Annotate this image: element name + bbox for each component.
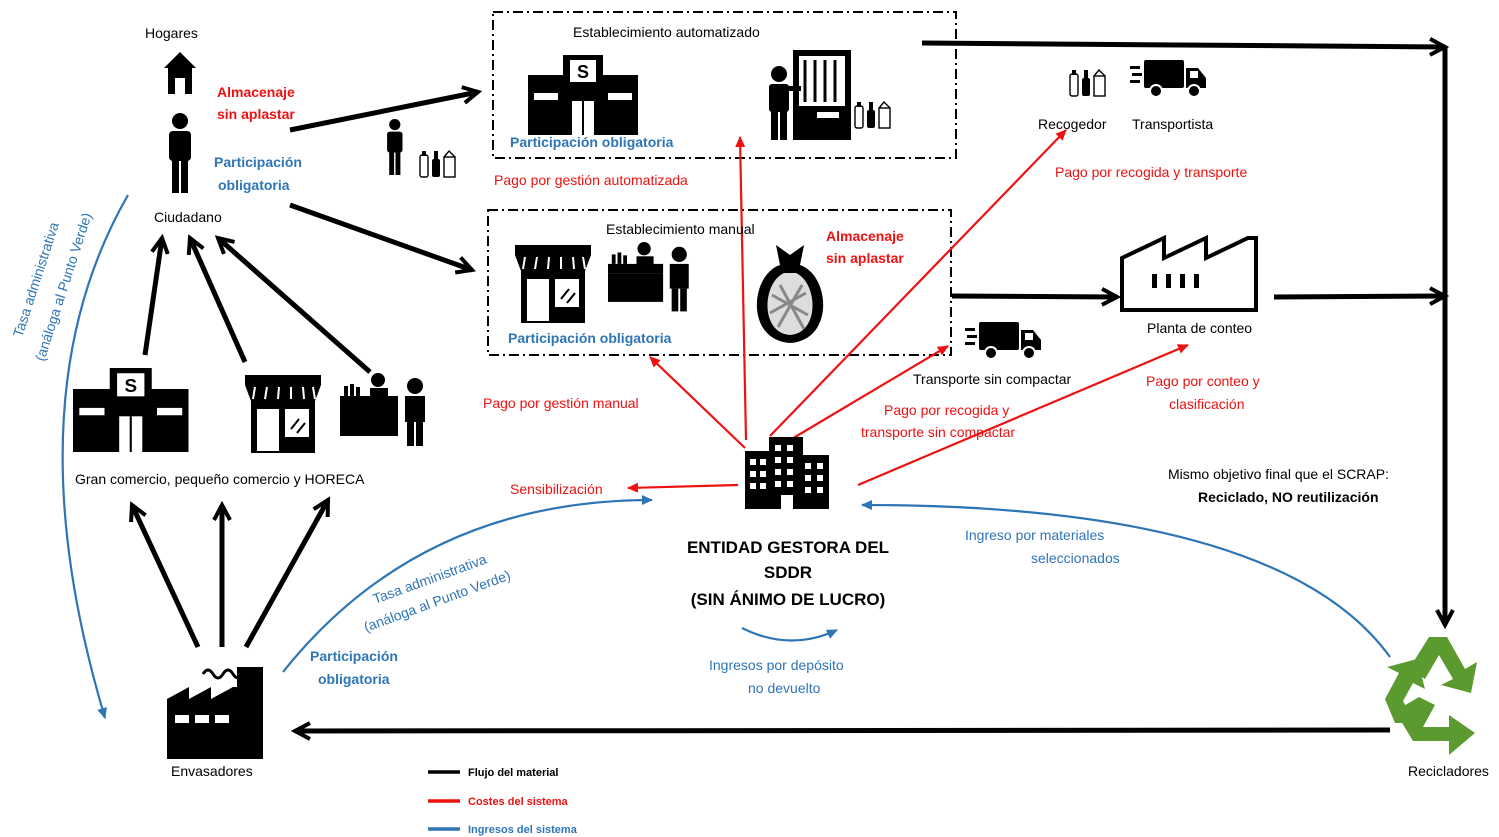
cost-recogida-sc-1: Pago por recogida y xyxy=(884,402,1009,418)
income-flows xyxy=(61,194,1391,719)
comercio-supermarket-icon xyxy=(73,368,189,452)
flow-materiales xyxy=(861,500,1391,658)
counting-plant-icon xyxy=(1120,234,1258,312)
auto-bottles-icon xyxy=(854,101,891,129)
box-establecimiento-manual xyxy=(487,209,952,356)
automated-supermarket-icon xyxy=(528,55,638,135)
manual-shop-icon xyxy=(514,244,592,324)
flow-manual-planta xyxy=(951,296,1117,297)
box-establecimiento-automatizado xyxy=(492,11,957,159)
label-hogares: Hogares xyxy=(145,25,198,41)
cost-conteo-2: clasificación xyxy=(1169,396,1244,412)
cost-gestion-auto: Pago por gestión automatizada xyxy=(494,172,688,188)
label-est-manual: Establecimiento manual xyxy=(606,221,755,237)
house-icon xyxy=(164,52,196,94)
flow-tasa-envasadores xyxy=(282,495,653,673)
label-est-auto: Establecimiento automatizado xyxy=(573,24,760,40)
label-recicladores: Recicladores xyxy=(1408,763,1489,779)
manual-counter-icon xyxy=(608,242,689,312)
comercio-horeca-icon xyxy=(340,373,425,446)
ciudadano-person-icon xyxy=(169,113,191,193)
note-participacion-auto: Participación obligatoria xyxy=(510,134,674,150)
legend-label-material: Flujo del material xyxy=(468,767,558,779)
cost-sensibilizacion: Sensibilización xyxy=(510,481,603,497)
flow-planta-reciclador xyxy=(1273,296,1445,297)
flow-tasa-izq xyxy=(61,194,129,719)
income-materiales-2: seleccionados xyxy=(1031,550,1120,566)
note-participacion-env-1: Participación xyxy=(310,648,398,664)
income-deposito-2: no devuelto xyxy=(748,680,821,696)
cost-flows xyxy=(627,129,1189,493)
flow-comercio-ciudadano-1 xyxy=(142,238,162,356)
flow-envasadores-comercio-1 xyxy=(132,505,201,649)
note-almacenaje-ciud-2: sin aplastar xyxy=(217,106,295,122)
recycle-icon xyxy=(1385,637,1477,755)
note-participacion-ciud-2: obligatoria xyxy=(218,177,290,193)
label-ciudadano: Ciudadano xyxy=(154,209,222,225)
comercio-shop-icon xyxy=(244,374,322,454)
label-transporte-sc: Transporte sin compactar xyxy=(913,371,1072,387)
legend-label-costs: Costes del sistema xyxy=(468,796,569,808)
note-almacenaje-man-1: Almacenaje xyxy=(826,228,904,244)
note-objetivo-2: Reciclado, NO reutilización xyxy=(1198,489,1379,505)
cost-gestion-manual: Pago por gestión manual xyxy=(483,395,639,411)
building-icon xyxy=(745,437,829,509)
flow-comercio-ciudadano-3 xyxy=(218,238,372,374)
note-participacion-manual: Participación obligatoria xyxy=(508,330,672,346)
flow-deposito xyxy=(741,627,838,642)
flow-ciudadano-manual xyxy=(289,202,472,270)
label-comercio: Gran comercio, pequeño comercio y HORECA xyxy=(75,471,365,487)
transporte-sin-compactar-truck-icon xyxy=(964,321,1042,360)
person-with-bottles-icon xyxy=(387,119,456,178)
flow-ciudadano-auto xyxy=(289,92,478,133)
note-participacion-env-2: obligatoria xyxy=(318,671,390,687)
label-transportista: Transportista xyxy=(1132,116,1213,132)
label-planta: Planta de conteo xyxy=(1147,320,1252,336)
note-objetivo-1: Mismo objetivo final que el SCRAP: xyxy=(1168,466,1389,482)
smoke-icon xyxy=(201,668,245,680)
factory-icon xyxy=(167,667,263,759)
flow-comercio-ciudadano-2 xyxy=(190,238,248,364)
legend-label-income: Ingresos del sistema xyxy=(468,824,578,836)
flow-reciclador-envasadores xyxy=(295,730,1391,731)
label-envasadores: Envasadores xyxy=(171,763,253,779)
bag-icon xyxy=(756,245,824,343)
label-entidad-1: ENTIDAD GESTORA DEL xyxy=(687,538,889,557)
income-deposito-1: Ingresos por depósito xyxy=(709,657,844,673)
recogedor-bottles-icon xyxy=(1069,69,1106,97)
legend: Flujo del material Costes del sistema In… xyxy=(428,767,578,836)
note-participacion-ciud-1: Participación xyxy=(214,154,302,170)
flow-auto-reciclador xyxy=(921,43,1445,47)
label-entidad-3: (SIN ÁNIMO DE LUCRO) xyxy=(691,590,886,609)
transportista-truck-icon xyxy=(1129,59,1207,98)
cost-recogida: Pago por recogida y transporte xyxy=(1055,164,1247,180)
label-recogedor: Recogedor xyxy=(1038,116,1107,132)
label-entidad-2: SDDR xyxy=(764,563,812,582)
note-almacenaje-man-2: sin aplastar xyxy=(826,250,904,266)
cost-recogida-sc-2: transporte sin compactar xyxy=(861,424,1015,440)
reverse-vending-machine-icon xyxy=(769,50,851,140)
material-flows xyxy=(132,43,1445,731)
flow-envasadores-comercio-3 xyxy=(243,500,331,649)
income-materiales-1: Ingreso por materiales xyxy=(965,527,1104,543)
note-almacenaje-ciud-1: Almacenaje xyxy=(217,84,295,100)
cost-conteo-1: Pago por conteo y xyxy=(1146,373,1260,389)
